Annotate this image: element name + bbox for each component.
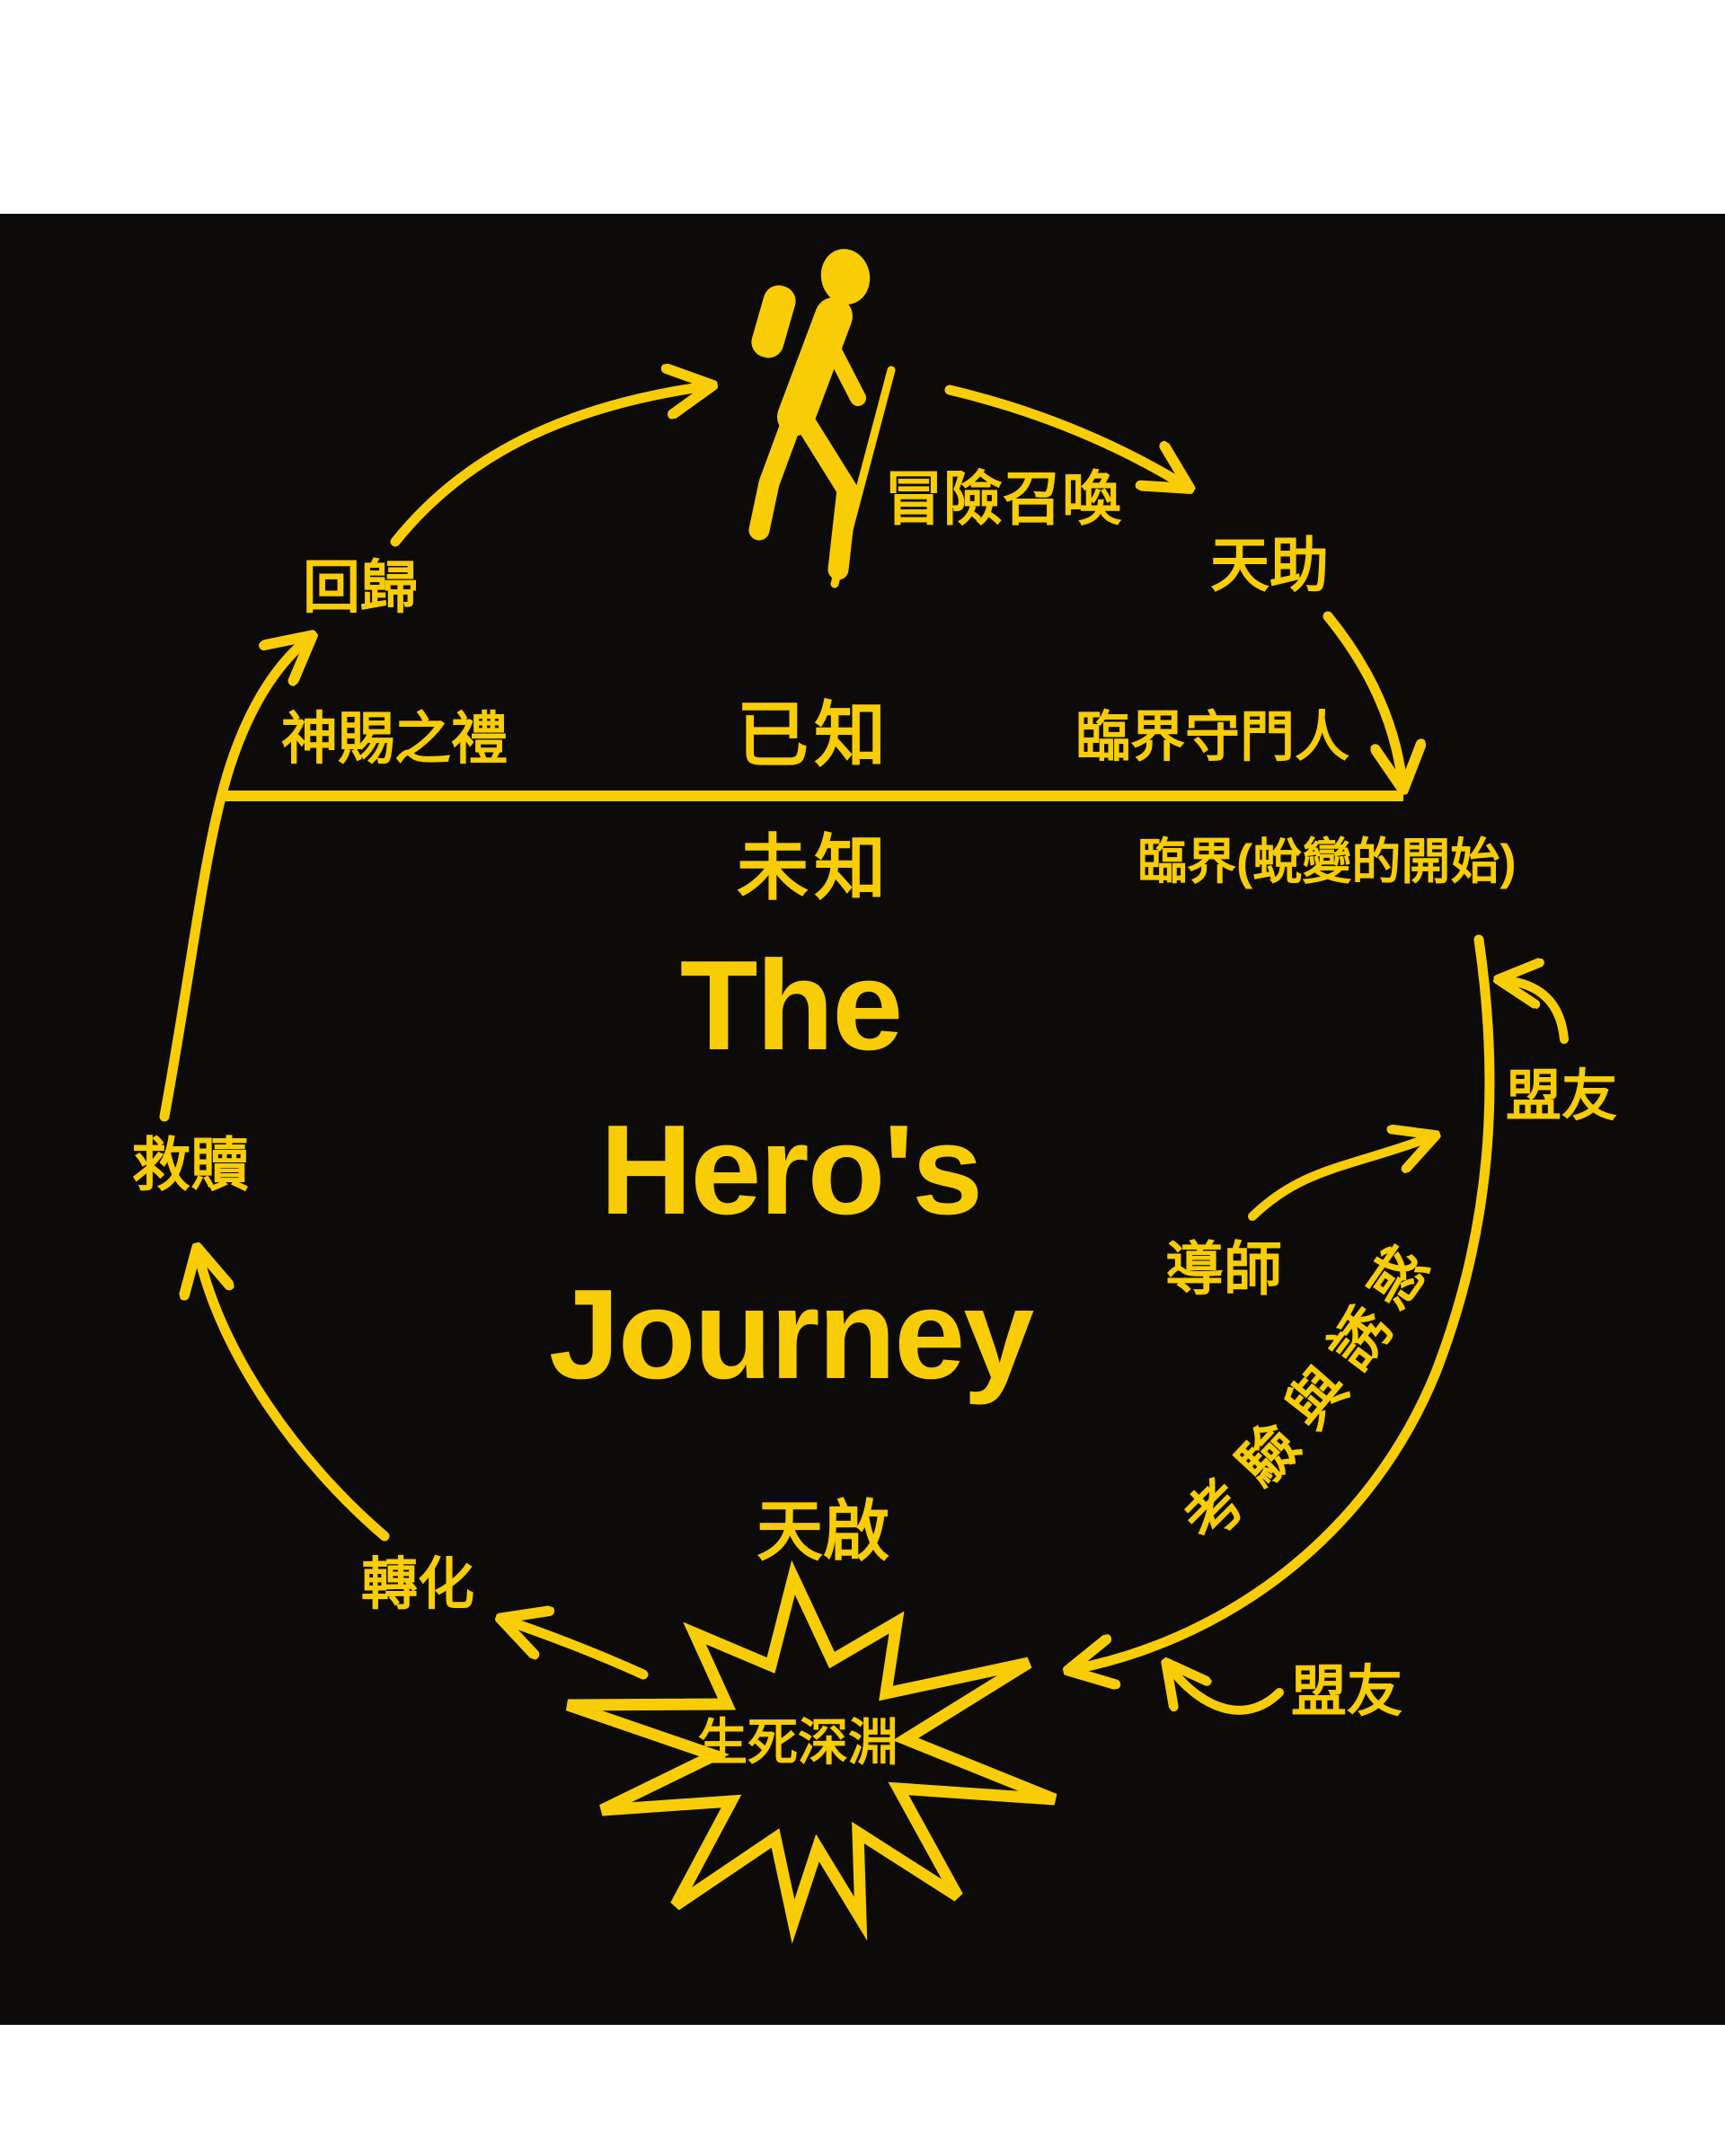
label-threshold-guardian: 臨界守門人: [1075, 706, 1350, 767]
label-supernatural-aid: 天助: [1210, 532, 1329, 598]
page-title: The Hero's Journey: [337, 923, 1244, 1417]
label-call-to-adventure: 冒險召喚: [884, 465, 1121, 532]
label-transformation: 轉化: [361, 1553, 474, 1616]
title-line-1: The: [679, 934, 903, 1077]
label-abyss: 生死深淵: [697, 1714, 898, 1771]
title-line-2: Hero's: [599, 1099, 983, 1241]
label-revelation: 天啟: [756, 1493, 889, 1570]
label-threshold: 臨界(蛻變的開始): [1137, 834, 1517, 889]
label-allies-upper: 盟友: [1506, 1065, 1618, 1127]
label-known: 已知: [737, 693, 891, 777]
label-unknown: 未知: [737, 826, 891, 910]
label-return: 回歸: [303, 555, 418, 620]
label-gift-of-goddess: 神賜之禮: [281, 708, 508, 771]
label-mentor: 導師: [1165, 1236, 1283, 1302]
title-line-3: Journey: [548, 1263, 1034, 1406]
label-allies-lower: 盟友: [1291, 1661, 1403, 1723]
label-atonement: 救贖: [132, 1132, 250, 1197]
